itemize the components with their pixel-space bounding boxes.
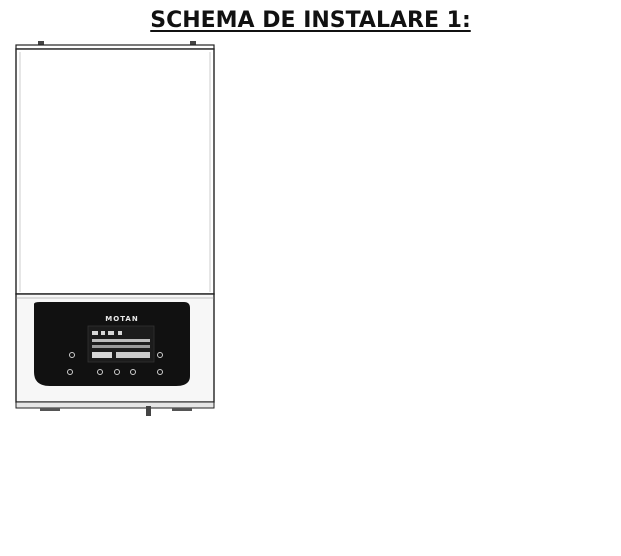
boiler [15, 41, 215, 416]
brand-logo-text: MOTAN [105, 315, 139, 323]
page-title: SCHEMA DE INSTALARE 1: [150, 8, 471, 33]
